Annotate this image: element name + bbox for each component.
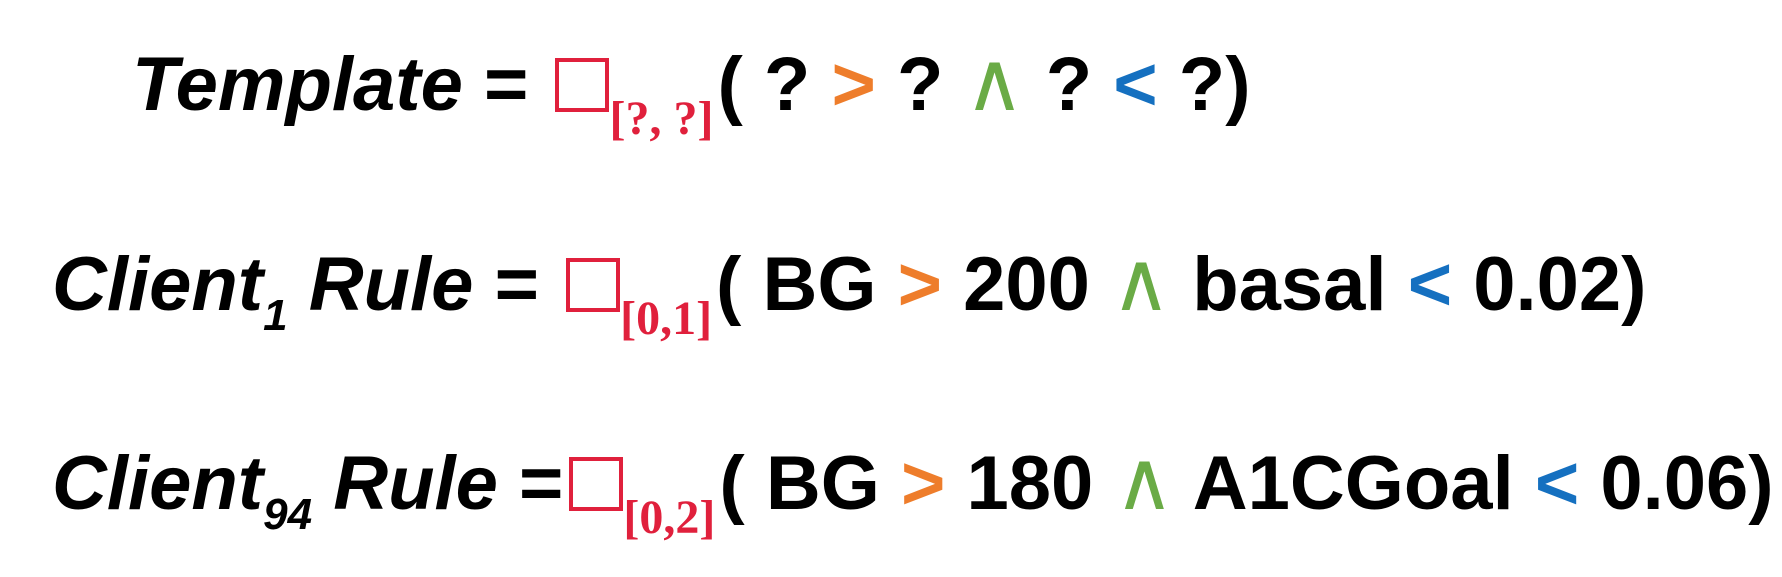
client94-interval: [0,2] <box>623 491 716 544</box>
box-operator-icon <box>555 58 610 112</box>
template-lt-operator: < <box>1113 42 1158 127</box>
client1-gt-operator: > <box>897 242 942 327</box>
client94-right-value: 0.06 <box>1600 441 1749 526</box>
template-left-var: ? <box>763 42 811 127</box>
client1-left-var: BG <box>762 242 877 327</box>
template-open-paren: ( <box>717 42 743 127</box>
client94-left-value: 180 <box>966 441 1094 526</box>
client1-subscript: 1 <box>263 291 288 340</box>
client1-rule-formula: Client1 Rule = [0,1]( BG > 200 ∧ basal <… <box>52 242 1647 343</box>
client94-gt-operator: > <box>900 441 946 526</box>
client94-rule-word: Rule <box>333 441 498 526</box>
client1-label: Client1 Rule <box>52 242 474 338</box>
client1-right-var: basal <box>1192 242 1387 327</box>
client94-equals: = <box>519 441 564 526</box>
client1-open-paren: ( <box>716 242 742 327</box>
client1-close-paren: ) <box>1621 242 1647 327</box>
template-equals: = <box>483 42 529 127</box>
client1-right-value: 0.02 <box>1473 242 1622 327</box>
box-operator-icon <box>566 258 621 312</box>
client94-lt-operator: < <box>1534 441 1580 526</box>
client94-name: Client <box>52 441 264 526</box>
client94-open-paren: ( <box>719 441 745 526</box>
client1-rule-word: Rule <box>308 242 474 327</box>
template-and-operator: ∧ <box>964 35 1025 130</box>
client1-and-operator: ∧ <box>1111 235 1172 330</box>
client94-rule-formula: Client94 Rule =[0,2]( BG > 180 ∧ A1CGoal… <box>52 441 1774 542</box>
client1-interval: [0,1] <box>620 292 713 345</box>
template-label: Template <box>132 42 463 127</box>
client1-name: Client <box>52 242 264 327</box>
template-right-var: ? <box>1045 42 1093 127</box>
box-operator-icon <box>569 457 624 511</box>
template-right-value: ? <box>1178 42 1226 127</box>
template-interval: [?, ?] <box>609 92 714 145</box>
client94-right-var: A1CGoal <box>1192 441 1514 526</box>
client94-close-paren: ) <box>1748 441 1774 526</box>
client1-equals: = <box>494 242 539 327</box>
client94-label: Client94 Rule <box>52 441 498 537</box>
client94-and-operator: ∧ <box>1114 434 1175 529</box>
client1-left-value: 200 <box>963 242 1090 327</box>
client94-subscript: 94 <box>263 490 313 539</box>
template-formula: Template = [?, ?]( ? > ? ∧ ? < ?) <box>132 42 1251 143</box>
template-left-value: ? <box>896 42 944 127</box>
template-gt-operator: > <box>831 42 876 127</box>
client94-left-var: BG <box>765 441 880 526</box>
template-close-paren: ) <box>1225 42 1251 127</box>
client1-lt-operator: < <box>1407 242 1453 327</box>
